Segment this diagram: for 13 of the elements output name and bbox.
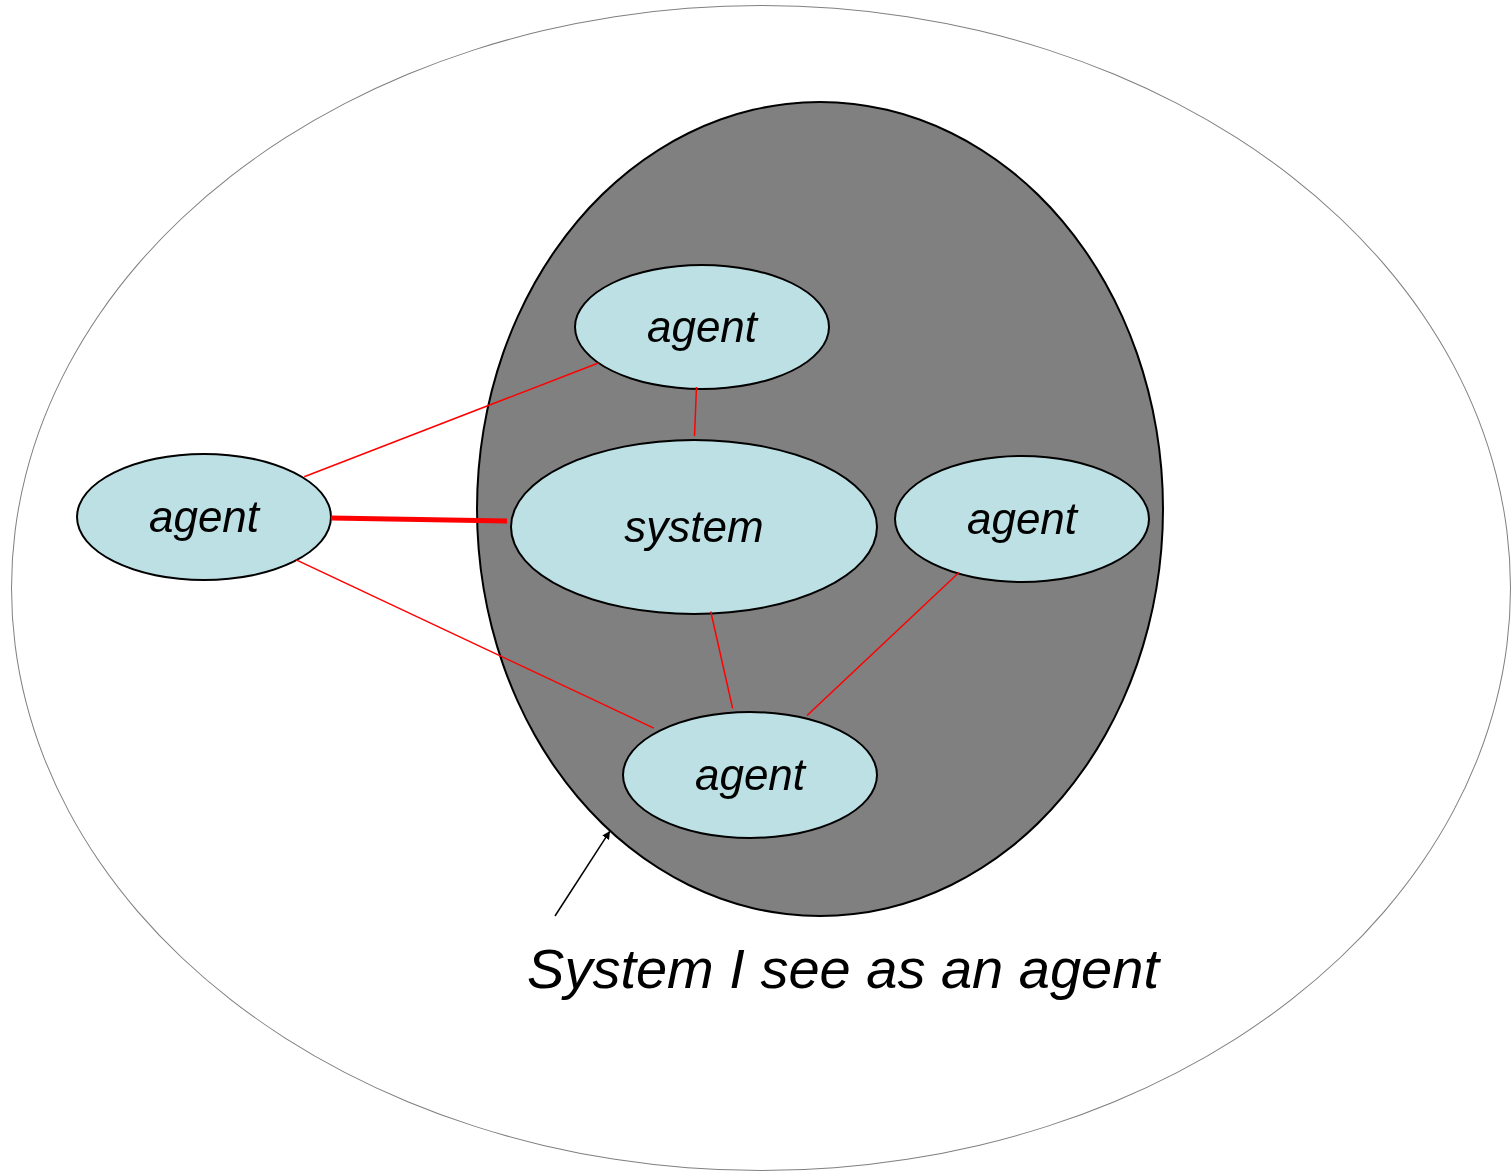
leader-arrow bbox=[554, 830, 611, 917]
connector-line bbox=[303, 362, 600, 478]
node-label: agent bbox=[148, 495, 260, 539]
connector-line bbox=[693, 386, 698, 437]
node-label: system bbox=[624, 505, 764, 549]
connector-line bbox=[330, 515, 508, 524]
node-label: agent bbox=[646, 305, 758, 349]
node-label: agent bbox=[966, 497, 1078, 541]
connector-line bbox=[710, 610, 734, 710]
connector-line bbox=[806, 571, 960, 717]
connector-line bbox=[295, 559, 655, 729]
node-label: agent bbox=[694, 753, 806, 797]
caption-text: System I see as an agent bbox=[463, 929, 1223, 1009]
